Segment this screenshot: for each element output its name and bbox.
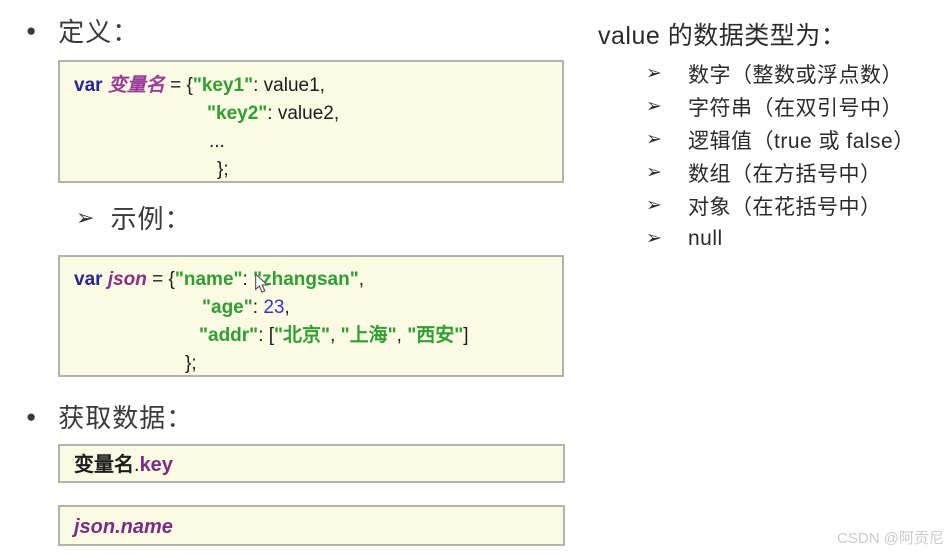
value-type-label: 字符串（在双引号中） (688, 96, 903, 120)
code-segment: 变量名 (107, 74, 165, 96)
code-segment: "name" (174, 269, 243, 290)
code-segment: "age" (202, 297, 253, 318)
mouse-cursor-icon (255, 273, 269, 293)
heading-example-label: 示例： (110, 204, 192, 234)
watermark: CSDN @阿贡尼 (837, 530, 944, 547)
value-type-label: 数组（在方括号中） (688, 162, 882, 186)
code-segment: key (139, 454, 173, 476)
code-segment: "zhangsan" (253, 269, 359, 290)
value-type-item: ➢ 数组（在方括号中） (646, 156, 915, 189)
bullet-circle-icon: ● (26, 407, 37, 426)
arrow-bullet-icon: ➢ (76, 204, 95, 230)
value-type-item: ➢ null (646, 222, 915, 255)
code-box-access-name: json.name (58, 505, 565, 546)
code-segment: var (74, 269, 108, 290)
code-segment: var (74, 75, 108, 96)
code-box-example: var json = {"name": "zhangsan","age": 23… (58, 255, 564, 377)
code-segment: }; (185, 353, 197, 374)
code-segment: . (134, 454, 140, 476)
code-line: "age": 23, (60, 294, 562, 322)
code-line: "key2": value2, (60, 100, 562, 128)
code-segment: = { (164, 75, 193, 96)
arrow-bullet-icon: ➢ (646, 96, 662, 117)
code-segment: , (358, 269, 365, 290)
code-segment: , (284, 297, 290, 318)
code-segment: 变量名 (74, 454, 134, 476)
value-type-label: null (688, 226, 723, 250)
code-segment: "key1" (192, 75, 254, 96)
code-segment: json.name (74, 516, 173, 538)
value-type-item: ➢ 数字（整数或浮点数） (646, 57, 915, 90)
bullet-circle-icon: ● (26, 21, 37, 40)
arrow-bullet-icon: ➢ (646, 195, 662, 216)
code-segment: = { (146, 269, 175, 290)
value-type-label: 对象（在花括号中） (688, 195, 882, 219)
code-line: var json = {"name": "zhangsan", (60, 266, 562, 294)
code-segment: : value1, (253, 75, 325, 96)
code-segment: : value2, (267, 103, 340, 124)
code-segment: , (330, 325, 341, 346)
code-segment: "key2" (207, 103, 268, 124)
arrow-bullet-icon: ➢ (646, 129, 662, 150)
code-box-definition: var 变量名 = {"key1": value1,"key2": value2… (58, 60, 564, 183)
code-line: }; (60, 350, 562, 378)
value-type-label: 数字（整数或浮点数） (688, 63, 903, 87)
code-line: var 变量名 = {"key1": value1, (60, 71, 562, 100)
code-segment: "addr" (199, 325, 259, 346)
code-segment: : (252, 297, 264, 318)
code-line: }; (60, 156, 562, 184)
value-types-list: ➢ 数字（整数或浮点数） ➢ 字符串（在双引号中） ➢ 逻辑值（true 或 false）… (646, 57, 915, 255)
code-segment: "上海" (340, 325, 397, 346)
value-type-item: ➢ 字符串（在双引号中） (646, 90, 915, 123)
value-type-label: 逻辑值（true 或 false） (688, 129, 915, 153)
code-segment: "西安" (407, 325, 464, 346)
code-segment: 23 (263, 297, 285, 318)
code-box-access-key: 变量名.key (58, 444, 565, 483)
code-segment: , (396, 325, 408, 346)
code-line: json.name (60, 513, 563, 541)
code-segment: }; (217, 159, 229, 180)
heading-get-data-label: 获取数据： (58, 403, 194, 433)
code-segment: : [ (258, 325, 275, 346)
value-type-item: ➢ 对象（在花括号中） (646, 189, 915, 222)
code-segment: : (242, 269, 254, 290)
code-segment: ] (463, 325, 469, 346)
code-line: 变量名.key (60, 451, 563, 479)
code-segment: json (107, 269, 147, 290)
value-types-title: value 的数据类型为： (598, 22, 847, 50)
arrow-bullet-icon: ➢ (646, 228, 662, 249)
arrow-bullet-icon: ➢ (646, 63, 662, 84)
code-line: ... (60, 128, 562, 156)
code-segment: "北京" (274, 325, 331, 346)
code-segment: ... (209, 131, 225, 152)
heading-get-data: ● 获取数据： (26, 398, 193, 435)
heading-definition: ● 定义： (26, 12, 139, 49)
arrow-bullet-icon: ➢ (646, 162, 662, 183)
heading-definition-label: 定义： (58, 17, 140, 47)
heading-example: ➢ 示例： (76, 199, 191, 236)
code-line: "addr": ["北京", "上海", "西安"] (60, 322, 562, 350)
value-type-item: ➢ 逻辑值（true 或 false） (646, 123, 915, 156)
